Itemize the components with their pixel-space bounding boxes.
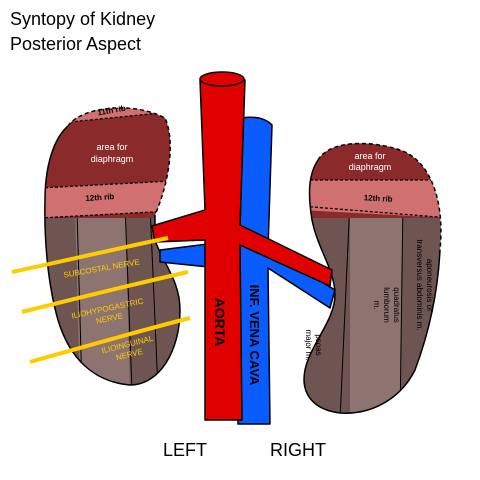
left-diaphragm-label-2: diaphragm	[91, 154, 134, 164]
ivc-label: INF. VENA CAVA	[247, 285, 262, 386]
quadratus-label: quadratus lumborum m.	[372, 287, 401, 323]
psoas-label: psoas major m.	[304, 329, 323, 360]
inferior-vena-cava	[159, 116, 336, 425]
iliohypogastric-nerve	[21, 270, 189, 314]
psoas-label-2: major m.	[304, 329, 313, 360]
quadratus-label-2: lumborum	[382, 287, 391, 323]
nerves	[11, 236, 191, 364]
aponeurosis-label-1: aponeurosis of	[425, 259, 434, 312]
right-12th-rib-label: 12th rib	[363, 193, 392, 204]
quadratus-label-1: quadratus	[392, 287, 401, 323]
left-diaphragm-label-1: area for	[96, 142, 127, 152]
subcostal-nerve	[11, 236, 169, 274]
right-diaphragm-label-1: area for	[354, 151, 385, 161]
right-side-label: RIGHT	[270, 440, 326, 460]
left-12th-rib	[44, 180, 181, 218]
aorta	[151, 71, 333, 421]
aorta-label: AORTA	[212, 298, 228, 347]
right-diaphragm-label-2: diaphragm	[349, 162, 392, 172]
aponeurosis-label: aponeurosis of transversus abdominis m.	[415, 239, 434, 330]
aponeurosis-label-2: transversus abdominis m.	[415, 239, 424, 330]
psoas-label-1: psoas	[314, 334, 323, 355]
ilioinguinal-nerve	[29, 316, 191, 364]
quadratus-label-3: m.	[372, 301, 381, 310]
right-kidney-mid-band	[350, 200, 403, 414]
left-side-label: LEFT	[163, 440, 208, 460]
left-12th-rib-label: 12th rib	[85, 192, 115, 203]
title-line-1: Syntopy of Kidney	[10, 9, 156, 29]
title-line-2: Posterior Aspect	[10, 34, 142, 54]
